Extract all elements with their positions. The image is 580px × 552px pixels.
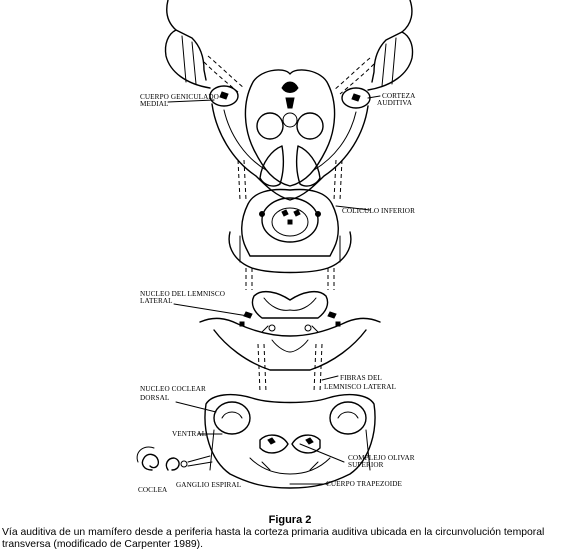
label-ganglio-espiral: GANGLIO ESPIRAL bbox=[176, 481, 241, 489]
label-coliculo-inferior: COLICULO INFERIOR bbox=[342, 207, 415, 215]
label-cuerpo-geniculado-medial: MEDIAL bbox=[140, 100, 169, 108]
lateral-lemniscus-section bbox=[199, 290, 381, 371]
lemniscus-fibers bbox=[237, 159, 343, 393]
figure-caption: Vía auditiva de un mamífero desde a peri… bbox=[2, 527, 545, 550]
label-fibras: FIBRAS DEL bbox=[340, 374, 382, 382]
cortex-left bbox=[164, 0, 211, 89]
label-nucleo-lemnisco-lateral: LATERAL bbox=[140, 297, 173, 305]
cochlea bbox=[136, 446, 213, 471]
cortex-right bbox=[367, 0, 414, 91]
figure-title: Figura 2 bbox=[268, 514, 312, 526]
label-nucleo-coclear: NUCLEO COCLEAR bbox=[140, 385, 206, 393]
label-complejo-olivar-superior: SUPERIOR bbox=[348, 461, 384, 469]
leader-lines bbox=[167, 95, 381, 485]
label-ventral: VENTRAL bbox=[172, 430, 206, 438]
label-fibras-lemnisco: LEMNISCO LATERAL bbox=[324, 383, 396, 391]
auditory-pathway-diagram: CUERPO GENICULADO MEDIAL CORTEZA AUDITIV… bbox=[136, 0, 416, 494]
cortex-fibers bbox=[203, 55, 375, 95]
label-corteza-auditiva: AUDITIVA bbox=[377, 99, 413, 107]
label-cuerpo-trapezoide: CUERPO TRAPEZOIDE bbox=[326, 480, 403, 488]
label-corteza: CORTEZA bbox=[382, 92, 416, 100]
label-complejo-olivar: COMPLEJO OLIVAR bbox=[348, 454, 415, 462]
label-coclea: COCLEA bbox=[138, 486, 168, 494]
thalamus-section bbox=[209, 69, 371, 201]
inferior-colliculus-section bbox=[228, 188, 352, 274]
label-nucleo-lemnisco: NUCLEO DEL LEMNISCO bbox=[140, 290, 225, 298]
medulla-section bbox=[204, 393, 376, 489]
label-nucleo-coclear-dorsal: DORSAL bbox=[140, 394, 169, 402]
label-cuerpo-geniculado: CUERPO GENICULADO bbox=[140, 93, 219, 101]
